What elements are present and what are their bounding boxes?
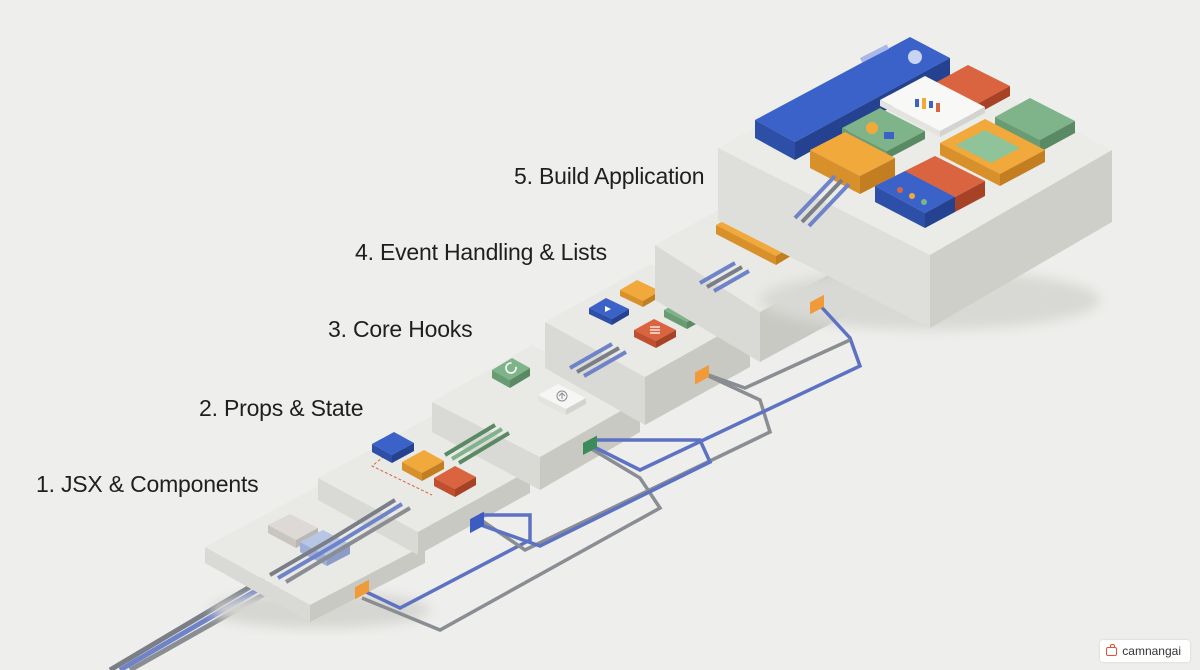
- cable-bundle-step-3-4: [569, 342, 627, 378]
- cable-bundle-step-5-app: [793, 174, 851, 228]
- cable-bundle-step-2-3: [443, 423, 511, 465]
- play-icon: [605, 306, 611, 312]
- step-label-2: 2. Props & State: [199, 395, 364, 421]
- application-dashboard: [755, 37, 1075, 228]
- step-label-3: 3. Core Hooks: [328, 316, 473, 342]
- step-label-4: 4. Event Handling & Lists: [355, 239, 607, 265]
- chart-icon: [915, 98, 940, 112]
- watermark-badge: camnangai: [1100, 640, 1190, 662]
- step-label-1: 1. JSX & Components: [36, 471, 259, 497]
- return-cables: [361, 298, 863, 632]
- step-label-5: 5. Build Application: [514, 163, 705, 189]
- briefcase-icon: [1106, 643, 1118, 656]
- refresh-icon: [505, 362, 517, 374]
- watermark-text: camnangai: [1122, 644, 1181, 658]
- ports: [355, 294, 824, 600]
- cable-bundle-step-1-2: [268, 498, 412, 584]
- upload-icon: [556, 390, 568, 402]
- cable-bundle-step-4-5: [699, 261, 750, 293]
- step-3-blocks: [492, 358, 586, 415]
- list-icon: [650, 326, 660, 334]
- step-2-blocks: [371, 432, 476, 497]
